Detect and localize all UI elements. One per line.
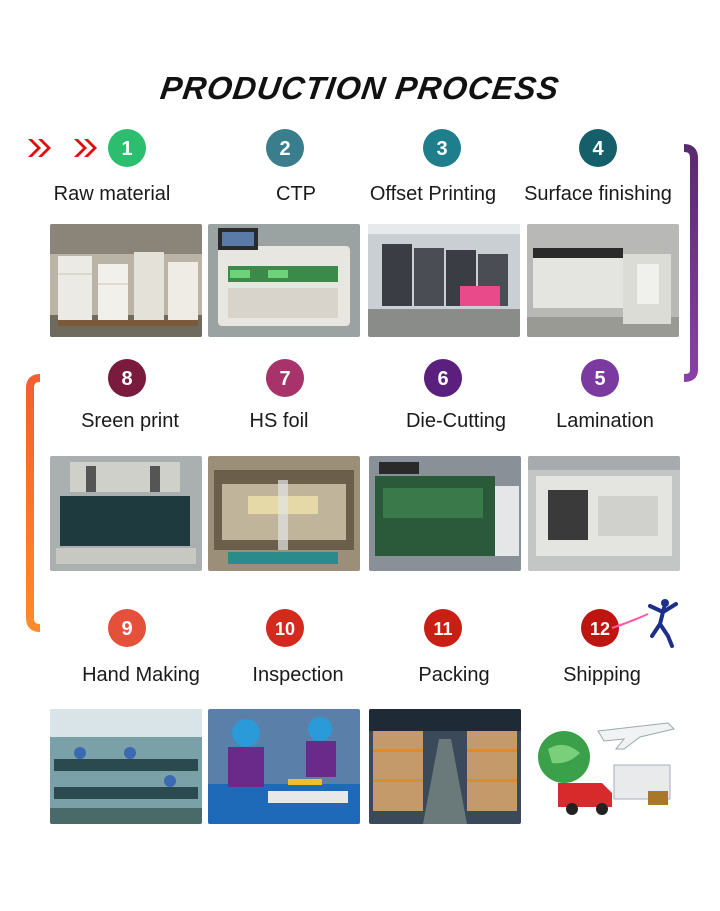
step-label: Packing — [418, 664, 490, 686]
uv-coating-machine-photo — [527, 224, 679, 337]
step-label: Inspection — [252, 664, 344, 686]
step-12-marker: 12 — [581, 609, 619, 647]
step-circle — [266, 609, 304, 647]
laminating-machine-photo — [528, 456, 680, 571]
step-circle — [108, 129, 146, 167]
step-label: Die-Cutting — [405, 410, 507, 432]
step-5-marker: 5 — [581, 359, 619, 397]
step-10-marker: 10 — [266, 609, 304, 647]
paper-stacks-photo — [50, 224, 202, 337]
step-circle — [423, 129, 461, 167]
step-number: 11 — [433, 619, 452, 639]
step-7-marker: 7 — [266, 359, 304, 397]
screen-printer-photo — [50, 456, 202, 571]
warehouse-photo — [369, 709, 521, 824]
step-label: CTP — [276, 183, 316, 205]
shipping-globe-truck-plane-photo — [528, 709, 680, 824]
step-circle — [581, 359, 619, 397]
step-circle — [424, 609, 462, 647]
start-chevron-icon — [28, 139, 51, 157]
step-11-marker: 11 — [424, 609, 462, 647]
step-label: Lamination — [556, 410, 654, 432]
step-3-marker: 3 — [423, 129, 461, 167]
step-number: 9 — [121, 618, 132, 640]
step-number: 12 — [590, 619, 610, 639]
step-circle — [581, 609, 619, 647]
die-cutting-machine-photo — [369, 456, 521, 571]
track-left-turn — [26, 374, 41, 632]
start-chevron-icon — [74, 139, 97, 157]
hand-making-workshop-photo — [50, 709, 202, 824]
inspection-workers-photo — [208, 709, 360, 824]
step-label: HS foil — [249, 410, 309, 432]
step-9-marker: 9 — [108, 609, 146, 647]
step-number: 8 — [121, 368, 132, 390]
step-number: 10 — [275, 619, 295, 639]
step-label: Surface finishing — [524, 183, 672, 205]
step-number: 6 — [437, 368, 448, 390]
step-number: 1 — [121, 138, 132, 160]
step-number: 4 — [592, 138, 604, 160]
step-circle — [108, 609, 146, 647]
track-right-turn — [683, 144, 698, 382]
foil-stamping-machine-photo — [208, 456, 360, 571]
step-4-marker: 4 — [579, 129, 617, 167]
step-circle — [579, 129, 617, 167]
step-label: Sreen print — [81, 410, 179, 432]
ctp-machine-photo — [208, 224, 360, 337]
step-number: 7 — [279, 368, 290, 390]
step-2-marker: 2 — [266, 129, 304, 167]
step-label: Raw material — [53, 183, 171, 205]
step-1-marker: 1 — [108, 129, 146, 167]
step-circle — [266, 359, 304, 397]
step-circle — [424, 359, 462, 397]
step-8-marker: 8 — [108, 359, 146, 397]
step-number: 3 — [436, 138, 447, 160]
step-label: Shipping — [563, 664, 641, 686]
step-number: 2 — [279, 138, 290, 160]
offset-press-photo — [368, 224, 520, 337]
step-circle — [266, 129, 304, 167]
runner-figure-icon — [611, 599, 678, 648]
step-number: 5 — [594, 368, 605, 390]
step-6-marker: 6 — [424, 359, 462, 397]
step-label: Hand Making — [82, 664, 200, 686]
step-circle — [108, 359, 146, 397]
step-label: Offset Printing — [369, 183, 497, 205]
